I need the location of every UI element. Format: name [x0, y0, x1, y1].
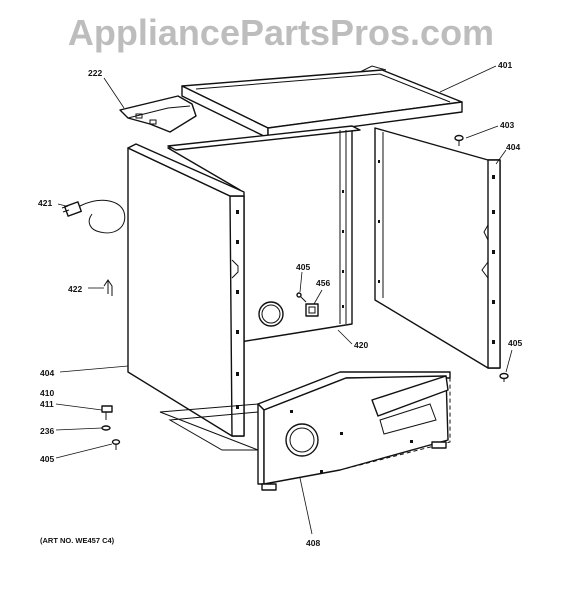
base-frame-408[interactable]: [159, 371, 451, 491]
callout-408: 408: [306, 538, 320, 548]
rear-bracket-222[interactable]: [119, 95, 197, 133]
callout-405-mid: 405: [296, 262, 310, 272]
callout-405-right: 405: [508, 338, 522, 348]
leader-lines: [55, 65, 513, 535]
terminal-block-456[interactable]: [305, 303, 319, 317]
callout-405-left: 405: [40, 454, 54, 464]
callout-420: 420: [354, 340, 368, 350]
cabinet-back-420[interactable]: [167, 125, 361, 343]
callout-222: 222: [88, 68, 102, 78]
callout-404-right: 404: [506, 142, 520, 152]
callout-456: 456: [316, 278, 330, 288]
callout-410: 410: [40, 388, 54, 398]
art-number: (ART NO. WE457 C4): [40, 536, 115, 545]
power-cord-421[interactable]: [61, 199, 126, 234]
leveling-leg-410-411[interactable]: [101, 405, 113, 420]
left-side-panel-404[interactable]: [127, 143, 245, 437]
callout-411: 411: [40, 399, 54, 409]
clip-422[interactable]: [103, 279, 113, 296]
screw-405-right[interactable]: [499, 372, 509, 383]
callout-404-left: 404: [40, 368, 54, 378]
callout-403: 403: [500, 120, 514, 130]
callout-236: 236: [40, 426, 54, 436]
right-side-panel-404[interactable]: [374, 127, 501, 369]
screw-405-left[interactable]: [111, 439, 121, 450]
screw-403[interactable]: [454, 134, 464, 147]
washer-236[interactable]: [101, 425, 111, 431]
top-panel-401[interactable]: [181, 65, 463, 139]
site-watermark: AppliancePartsPros.com: [67, 12, 495, 53]
callout-422: 422: [68, 284, 82, 294]
screw-405-mid[interactable]: [296, 292, 307, 303]
callout-421: 421: [38, 198, 52, 208]
callout-401: 401: [498, 60, 512, 70]
